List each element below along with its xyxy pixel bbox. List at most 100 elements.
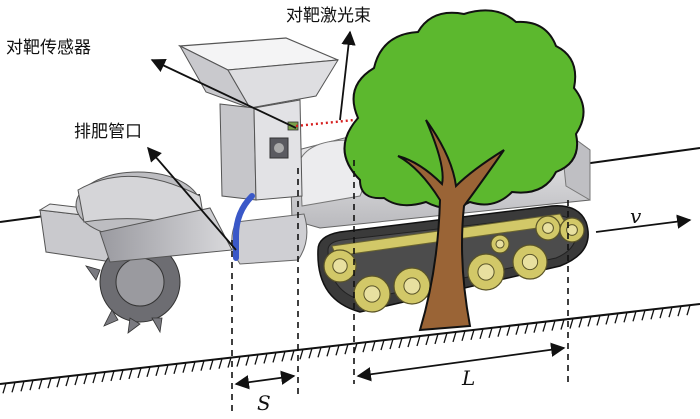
ground-hatch-mark [407,336,412,348]
ground-hatch-mark [425,334,430,346]
ground-hatch-mark [119,369,124,381]
ground-hatch-mark [47,377,52,389]
target-sensor-label: 对靶传感器 [6,38,91,58]
ground-hatch-mark [272,352,277,363]
ground-hatch-mark [335,345,340,356]
ground-hatch-mark [236,356,241,367]
ground-hatch-mark [254,354,259,365]
ground-hatch-mark [308,348,313,359]
ground-hatch-mark [452,331,457,343]
ground-hatch-mark [2,383,7,394]
ground-hatch-mark [560,319,565,330]
ground-hatch-mark [290,350,295,361]
track-wheel [559,217,585,243]
fertilizer-hopper [177,37,339,201]
ground-hatch-mark [182,362,187,373]
ground-hatch-mark [155,365,160,377]
track-wheel [512,244,548,280]
ground-hatch-mark [461,330,466,342]
laser-beam [295,118,355,128]
ground-hatch-mark [218,358,223,369]
ground-hatch-mark [623,312,628,323]
ground-hatch-mark [281,351,286,362]
ground-hatch-mark [146,366,151,378]
ground-hatch-mark [11,382,16,393]
l-distance-label: L [462,366,476,390]
ground-hatch-mark [326,346,331,357]
ground-hatch-mark [380,339,385,351]
ground-hatch-mark [101,371,106,383]
ground-hatch-mark [569,318,574,329]
track-wheel [393,267,431,305]
rotary-tiller [38,171,233,334]
ground-hatch-mark [434,333,439,345]
ground-hatch-mark [533,322,538,333]
ground-hatch-mark [542,321,547,332]
ground-hatch-mark [128,368,133,380]
ground-hatch-mark [587,316,592,327]
ground-hatch-mark [83,373,88,385]
ground-hatch-mark [470,329,475,341]
tree-trunk [397,119,505,332]
ground-hatch-mark [524,323,529,334]
ground-hatch-mark [668,307,673,318]
ground-hatch-mark [209,359,214,370]
velocity-label: v [630,204,642,228]
ground-hatch-mark [38,379,43,390]
ground-hatch-mark [641,310,646,321]
ground-hatch-mark [677,305,682,317]
ground-hatch-mark [371,340,376,352]
ground-hatch-mark [65,375,70,387]
s-distance-label: S [257,391,271,415]
ground-hatch-mark [164,364,169,375]
ground-hatch-mark [479,328,484,339]
ground-hatch-mark [686,304,691,316]
ground-hatch-mark [245,355,250,366]
reference-lines [231,160,569,412]
ground-hatch-mark [299,349,304,360]
ground-hatch-mark [443,332,448,344]
ground-hatch-mark [614,313,619,324]
ground-hatch-mark [200,360,205,371]
ground-hatch-mark [605,314,610,325]
fertilizer-outlet-label: 排肥管口 [74,122,142,142]
ground-hatch-mark [110,370,115,382]
track-wheel [490,234,510,254]
ground-line [0,303,700,394]
ground-hatch-mark [488,327,493,338]
ground-hatch-mark [506,325,511,336]
ground-hatch-mark [416,335,421,347]
dimension-arrows [234,342,566,390]
ground-hatch-mark [632,311,637,322]
ground-hatch-mark [596,315,601,326]
ground-hatch-mark [29,380,34,391]
ground-hatch-mark [56,376,61,388]
ground-hatch-mark [191,361,196,372]
ground-hatch-mark [227,357,232,368]
ground-hatch-mark [344,344,349,355]
ground-hatch-mark [362,341,367,353]
ground-hatch-mark [20,381,25,392]
track-wheel [353,275,391,313]
callout-arrows [147,30,692,251]
track-wheel [323,249,357,283]
fruit-tree [343,9,585,332]
ground-hatch-mark [263,353,268,364]
ground-hatch-mark [551,320,556,331]
outlet-pipe [233,193,255,261]
track-wheel [467,253,505,291]
ground-hatch-mark [578,317,583,328]
track-wheel [535,215,561,241]
ground-hatch-mark [659,308,664,319]
ground-hatch-mark [515,324,520,335]
ground-hatch-mark [650,309,655,320]
target-laser-beam-label: 对靶激光束 [286,6,371,26]
ground-hatch-mark [137,367,142,379]
ground-hatch-mark [389,338,394,350]
ground-hatch-mark [173,363,178,374]
ground-hatch-mark [317,347,322,358]
ground-hatch-mark [497,326,502,337]
ground-hatch-mark [398,337,403,349]
ground-hatch-mark [74,374,79,386]
